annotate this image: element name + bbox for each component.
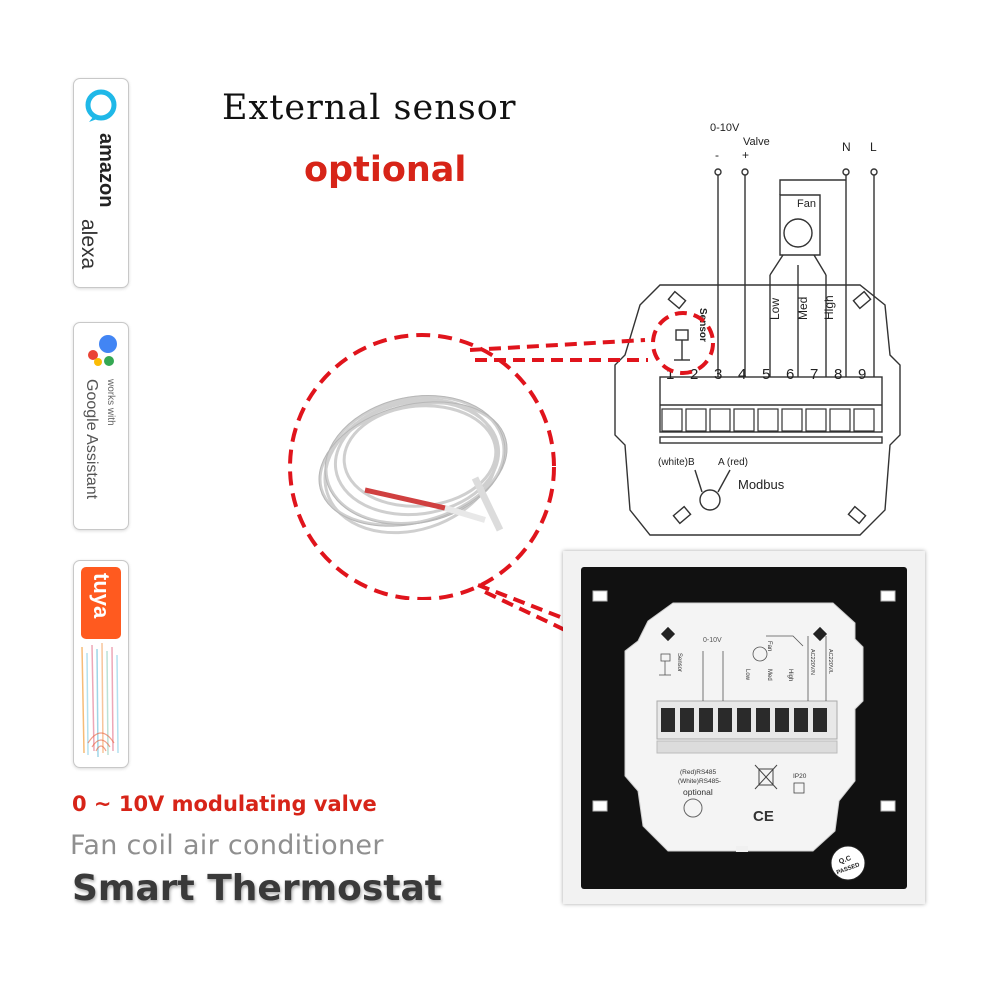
alexa-ring-icon (85, 89, 117, 122)
tuya-badge: tuya (73, 560, 129, 768)
svg-text:9: 9 (858, 366, 866, 383)
wiring-housing-outline (614, 284, 901, 536)
device-terminal-block (656, 700, 838, 754)
svg-text:5: 5 (762, 366, 770, 383)
svg-text:3: 3 (714, 366, 722, 383)
tuya-wave-graphic-icon (81, 643, 119, 758)
sensor-cable-callout (288, 333, 556, 600)
rs485-red-label: (Red)RS485 (680, 769, 717, 776)
wiring-high-label: High (822, 295, 836, 320)
wiring-fan-label: Fan (797, 198, 816, 210)
smart-thermostat-label: Smart Thermostat (72, 868, 442, 909)
double-insulation-icon (793, 782, 805, 794)
works-with-label: works with (105, 379, 116, 426)
device-optional-label: optional (683, 787, 713, 797)
wiring-sensor-callout-circle (651, 311, 715, 375)
google-assistant-dots-icon (88, 335, 117, 366)
optional-subtitle: optional (304, 150, 467, 190)
amazon-wordmark: amazon (95, 133, 117, 208)
svg-text:2: 2 (690, 366, 698, 383)
amazon-alexa-badge: amazon alexa (73, 78, 129, 288)
svg-text:6: 6 (786, 366, 794, 383)
cable-callout-circle (288, 333, 556, 600)
wiring-med-label: Med (796, 297, 810, 320)
wiring-valve-label: 0-10V (710, 122, 740, 134)
wiring-low-label: Low (768, 298, 782, 320)
wiring-minus-label: - (715, 148, 719, 162)
google-assistant-label: Google Assistant (83, 379, 100, 500)
tuya-wordmark: tuya (89, 573, 114, 619)
fan-coil-label: Fan coil air conditioner (70, 830, 384, 861)
google-assistant-badge: works with Google Assistant (73, 322, 129, 530)
wiring-live-label: L (870, 140, 877, 154)
device-low-label: Low (744, 669, 750, 681)
modbus-label: Modbus (738, 477, 785, 492)
alexa-wordmark: alexa (77, 219, 100, 270)
modbus-a-label: A (red) (718, 457, 748, 468)
ip-rating-label: IP20 (793, 773, 807, 780)
device-med-label: Med (766, 669, 772, 681)
wiring-sensor-label: Sensor (697, 308, 708, 342)
wiring-valve-sub-label: Valve (743, 136, 770, 148)
sensor-probe-sleeve (364, 487, 446, 511)
svg-text:Q.C: Q.C (838, 855, 852, 866)
device-high-label: High (787, 669, 793, 681)
svg-text:4: 4 (738, 366, 746, 383)
wiring-neutral-label: N (842, 140, 851, 154)
device-fan-label: Fan (766, 641, 772, 651)
valve-feature-label: 0 ~ 10V modulating valve (72, 792, 377, 816)
device-sensor-label: Sensor (676, 653, 682, 672)
device-l-label: AC220V/L (827, 649, 833, 674)
svg-text:1: 1 (666, 366, 674, 383)
device-valve-label: 0-10V (703, 637, 722, 644)
svg-text:7: 7 (810, 366, 818, 383)
device-n-label: AC220V/N (809, 649, 815, 675)
tuya-logo-icon: tuya (81, 567, 121, 639)
svg-text:8: 8 (834, 366, 842, 383)
qc-passed-sticker: Q.C PASSED (830, 845, 866, 881)
rs485-port (683, 798, 703, 818)
wiring-plus-label: + (742, 148, 749, 162)
weee-bin-icon (754, 764, 778, 790)
external-sensor-title: External sensor (222, 88, 517, 128)
thermostat-device: 0-10V Sensor Fan Low Med High AC220V/N A… (563, 551, 925, 904)
modbus-b-label: (white)B (658, 457, 695, 468)
terminal-screws (661, 408, 875, 432)
terminal-numbers: 1 2 3 4 5 6 7 8 9 (666, 366, 866, 383)
rs485-white-label: (White)RS485- (678, 778, 721, 785)
wiring-diagram: 0-10V Valve - + N L Fan Low Med High Sen… (614, 122, 901, 536)
ce-mark: CE (753, 808, 774, 825)
